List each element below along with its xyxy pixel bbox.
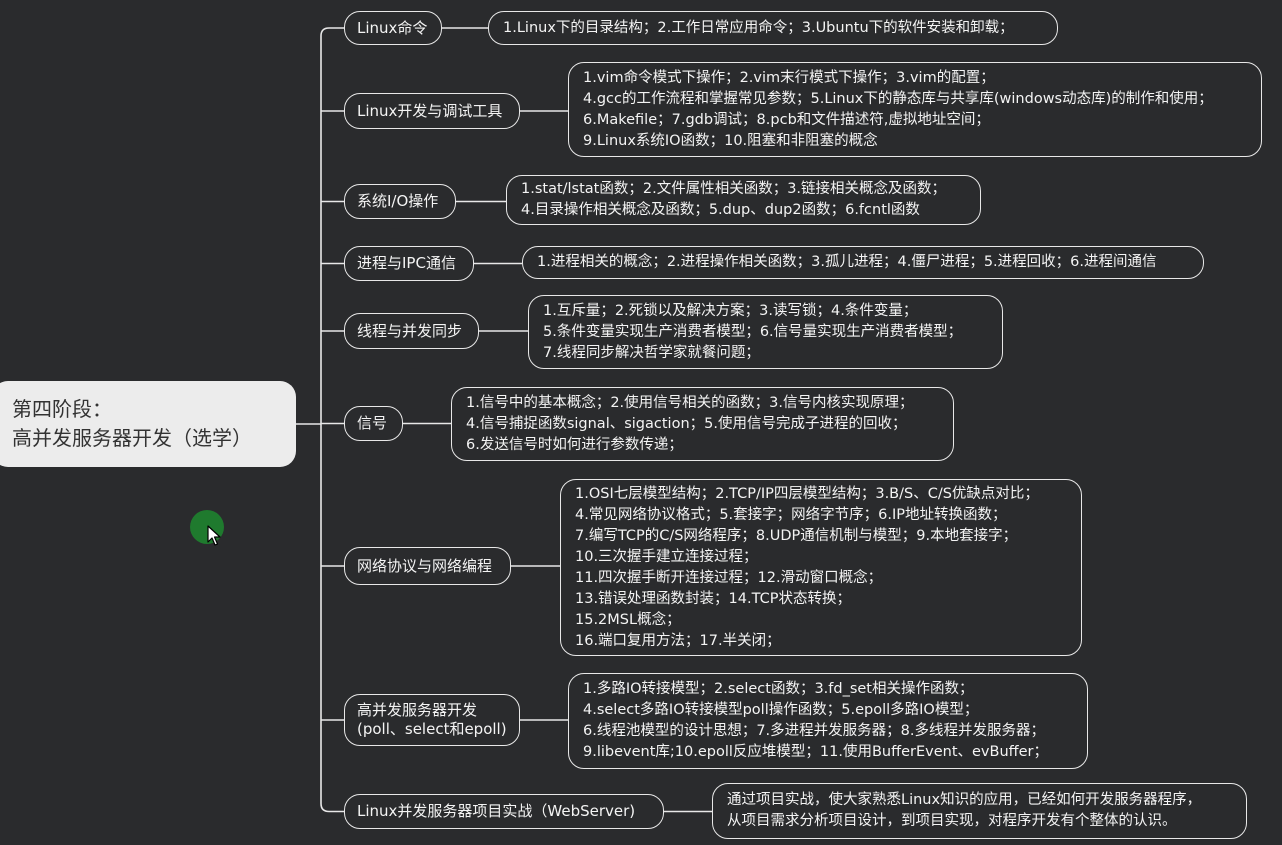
detail-line: 从项目需求分析项目设计，到项目实现，对程序开发有个整体的认识。 (727, 813, 1177, 829)
detail-node-3[interactable]: 1.stat/lstat函数；2.文件属性相关函数；3.链接相关概念及函数； 4.… (506, 175, 981, 225)
detail-line: 6.发送信号时如何进行参数传递； (466, 436, 683, 453)
detail-line: 10.三次握手建立连接过程； (575, 548, 758, 565)
branch-node-3[interactable]: 系统I/O操作 (344, 184, 456, 219)
connector-spine (320, 27, 344, 813)
branch-node-1[interactable]: Linux命令 (344, 11, 442, 45)
detail-line: 4.信号捕捉函数signal、sigaction；5.使用信号完成子进程的回收； (466, 415, 907, 432)
branch-title-line: Linux开发与调试工具 (357, 101, 503, 120)
branch-title-line: 线程与并发同步 (357, 321, 463, 340)
detail-line: 1.stat/lstat函数；2.文件属性相关函数；3.链接相关概念及函数； (521, 181, 947, 197)
branch-title-line: 高并发服务器开发 (357, 701, 478, 719)
detail-line: 4.目录操作相关概念及函数；5.dup、dup2函数；6.fcntl函数 (521, 202, 920, 218)
detail-line: 9.libevent库;10.epoll反应堆模型；11.使用BufferEve… (583, 744, 1049, 760)
cursor-highlight (190, 510, 224, 544)
detail-line: 16.端口复用方法；17.半关闭； (575, 632, 781, 649)
detail-node-7[interactable]: 1.OSI七层模型结构；2.TCP/IP四层模型结构；3.B/S、C/S优缺点对… (560, 479, 1082, 656)
detail-line: 13.错误处理函数封装；14.TCP状态转换； (575, 590, 851, 607)
detail-line: 6.线程池模型的设计思想；7.多进程并发服务器；8.多线程并发服务器； (583, 723, 1046, 739)
branch-node-6[interactable]: 信号 (344, 406, 403, 441)
detail-line: 4.select多路IO转接模型poll操作函数；5.epoll多路IO模型； (583, 702, 979, 718)
detail-line: 15.2MSL概念； (575, 611, 681, 628)
branch-title-line: 网络协议与网络编程 (357, 556, 493, 575)
branch-title-line: Linux并发服务器项目实战（WebServer) (357, 802, 636, 820)
branch-node-9[interactable]: Linux并发服务器项目实战（WebServer) (344, 794, 664, 829)
branch-title-line: 进程与IPC通信 (357, 254, 456, 272)
detail-node-4[interactable]: 1.进程相关的概念；2.进程操作相关函数；3.孤儿进程；4.僵尸进程；5.进程回… (522, 246, 1204, 279)
detail-line: 11.四次握手断开连接过程；12.滑动窗口概念； (575, 569, 883, 586)
branch-node-7[interactable]: 网络协议与网络编程 (344, 547, 511, 585)
detail-line: 6.Makefile；7.gdb调试；8.pcb和文件描述符,虚拟地址空间； (583, 111, 990, 128)
branch-title-line: Linux命令 (357, 18, 428, 37)
detail-line: 1.多路IO转接模型；2.select函数；3.fd_set相关操作函数； (583, 681, 974, 697)
detail-line: 9.Linux系统IO函数；10.阻塞和非阻塞的概念 (583, 132, 878, 149)
branch-node-2[interactable]: Linux开发与调试工具 (344, 93, 520, 129)
detail-line: 5.条件变量实现生产消费者模型；6.信号量实现生产消费者模型； (543, 323, 963, 340)
detail-line: 1.OSI七层模型结构；2.TCP/IP四层模型结构；3.B/S、C/S优缺点对… (575, 485, 1039, 502)
detail-line: 1.信号中的基本概念；2.使用信号相关的函数；3.信号内核实现原理； (466, 394, 914, 411)
detail-line: 1.进程相关的概念；2.进程操作相关函数；3.孤儿进程；4.僵尸进程；5.进程回… (537, 254, 1157, 270)
detail-node-2[interactable]: 1.vim命令模式下操作；2.vim末行模式下操作；3.vim的配置； 4.gcc… (568, 62, 1262, 157)
branch-node-4[interactable]: 进程与IPC通信 (344, 246, 474, 281)
root-node[interactable]: 第四阶段： 高并发服务器开发（选学） (0, 381, 296, 467)
branch-node-8[interactable]: 高并发服务器开发(poll、select和epoll) (344, 694, 520, 746)
root-line-2: 高并发服务器开发（选学） (12, 426, 252, 450)
branch-node-5[interactable]: 线程与并发同步 (344, 313, 479, 349)
detail-line: 1.互斥量；2.死锁以及解决方案；3.读写锁；4.条件变量； (543, 302, 918, 319)
root-line-1: 第四阶段： (12, 397, 112, 421)
detail-node-6[interactable]: 1.信号中的基本概念；2.使用信号相关的函数；3.信号内核实现原理； 4.信号捕捉… (451, 387, 954, 461)
detail-node-9[interactable]: 通过项目实战，使大家熟悉Linux知识的应用，已经如何开发服务器程序， 从项目需求… (712, 783, 1247, 839)
detail-node-5[interactable]: 1.互斥量；2.死锁以及解决方案；3.读写锁；4.条件变量； 5.条件变量实现生产… (528, 295, 1003, 369)
detail-line: 1.vim命令模式下操作；2.vim末行模式下操作；3.vim的配置； (583, 69, 995, 86)
detail-line: 7.线程同步解决哲学家就餐问题； (543, 344, 760, 361)
branch-title-line: 信号 (357, 414, 388, 432)
detail-node-8[interactable]: 1.多路IO转接模型；2.select函数；3.fd_set相关操作函数； 4.s… (568, 673, 1088, 769)
detail-line: 通过项目实战，使大家熟悉Linux知识的应用，已经如何开发服务器程序， (727, 792, 1202, 808)
branch-title-line: (poll、select和epoll) (357, 720, 507, 738)
detail-line: 4.常见网络协议格式；5.套接字；网络字节序；6.IP地址转换函数； (575, 506, 1007, 523)
detail-line: 1.Linux下的目录结构；2.工作日常应用命令；3.Ubuntu下的软件安装和… (503, 19, 1014, 36)
detail-node-1[interactable]: 1.Linux下的目录结构；2.工作日常应用命令；3.Ubuntu下的软件安装和… (488, 11, 1058, 45)
branch-title-line: 系统I/O操作 (357, 192, 439, 210)
detail-line: 4.gcc的工作流程和掌握常见参数；5.Linux下的静态库与共享库(windo… (583, 90, 1213, 107)
mouse-cursor-icon (207, 525, 221, 546)
detail-line: 7.编写TCP的C/S网络程序；8.UDP通信机制与模型；9.本地套接字； (575, 527, 1018, 544)
